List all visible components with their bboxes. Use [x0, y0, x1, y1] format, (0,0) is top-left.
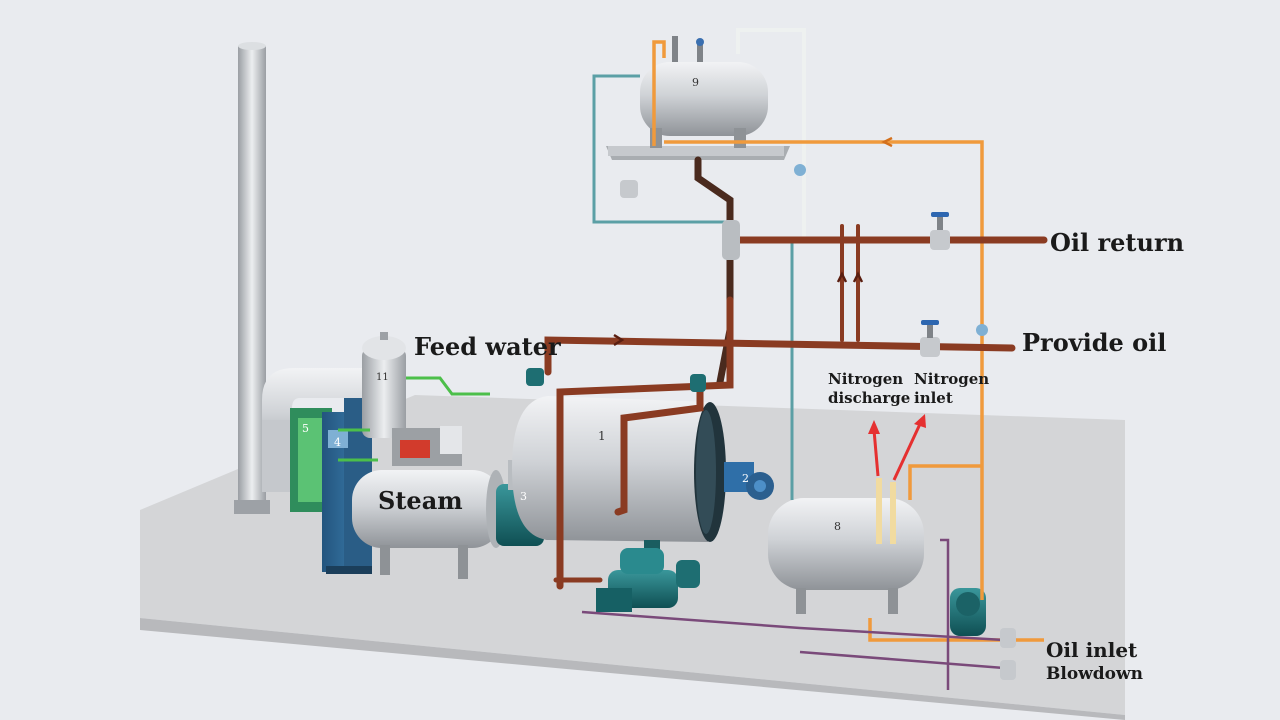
valves — [526, 164, 1016, 680]
label-nitrogen-inlet-line2: inlet — [914, 389, 953, 407]
nitrogen-lines — [868, 414, 926, 544]
green-pipes — [338, 376, 490, 462]
separator-11 — [362, 332, 406, 438]
label-nitrogen-discharge-line2: discharge — [828, 389, 911, 407]
component-number-3: 3 — [520, 490, 527, 503]
circulating-pumps — [596, 548, 700, 612]
burner-2 — [724, 462, 774, 500]
label-provide-oil: Provide oil — [1022, 328, 1167, 357]
component-number-4: 4 — [334, 436, 341, 449]
component-number-8: 8 — [834, 520, 841, 533]
storage-tank-8 — [768, 498, 924, 614]
component-number-1: 1 — [598, 429, 606, 443]
flow-arrows — [613, 136, 893, 347]
label-nitrogen-discharge: Nitrogen discharge — [828, 370, 910, 408]
component-number-9: 9 — [692, 76, 699, 89]
label-nitrogen-discharge-line1: Nitrogen — [828, 370, 904, 388]
oil-pump — [950, 588, 986, 636]
white-pipe — [736, 28, 806, 240]
drain-pipes — [581, 538, 1005, 690]
label-feed-water: Feed water — [414, 332, 561, 361]
oil-pipes — [544, 156, 1048, 590]
component-number-11: 11 — [376, 372, 389, 383]
label-oil-return: Oil return — [1050, 228, 1185, 257]
label-oil-inlet: Oil inlet — [1046, 638, 1138, 662]
component-number-5: 5 — [302, 422, 309, 435]
label-nitrogen-inlet-line1: Nitrogen — [914, 370, 990, 388]
label-blowdown: Blowdown — [1046, 664, 1144, 684]
boiler-1 — [512, 396, 726, 554]
label-nitrogen-inlet: Nitrogen inlet — [914, 370, 989, 408]
label-steam: Steam — [378, 486, 463, 515]
chimney — [234, 42, 270, 514]
component-number-2: 2 — [742, 472, 749, 485]
